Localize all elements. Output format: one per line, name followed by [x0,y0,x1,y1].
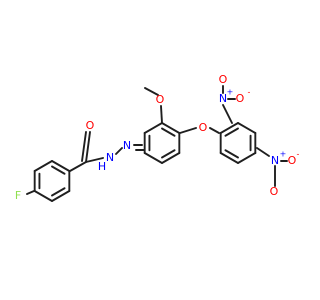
dinitrophenyl-ring-inner-bond-3 [224,127,239,137]
nitro-1-positive-charge: + [227,88,234,97]
fluorine-label: F [15,189,21,202]
fluorophenyl-ring-bond-1 [51,160,71,172]
nitro-1-c-n-bond [222,104,233,124]
structure-svg: F O N H N O O N + O O - N + O - O [15,73,300,202]
nitro-2-nitrogen-label: N [271,154,279,167]
methoxyphenyl-ring-inner-bond-1 [161,127,176,137]
aryl-carbonyl-bond [69,161,87,172]
nitro-1-negative-charge: - [248,88,251,97]
dinitrophenyl-ring-bond-1 [237,122,257,134]
molecule-diagram: F O N H N O O N + O O - N + O - O [14,73,300,202]
nitro-2-positive-charge: + [280,150,287,159]
nitro-2-negative-charge: - [297,150,300,159]
methoxyphenyl-ring-inner-bond-2 [161,149,176,159]
methoxyphenyl-ring-bond-1 [161,122,181,134]
amide-hydrogen-label: H [98,160,106,173]
n-n-bond [115,147,123,155]
fluorophenyl-ring-bond-6 [33,160,53,172]
fluorophenyl-ring-bond-4 [33,190,53,202]
methoxyphenyl-ring-bond-3 [161,152,181,164]
carbonyl-double-bond-a [85,131,91,163]
fluorophenyl-ring-bond-3 [51,190,71,202]
dinitrophenyl-ring-bond-4 [219,152,239,164]
methoxyphenyl-ring-bond-6 [143,122,163,134]
fluorophenyl-ring-inner-bond-2 [51,187,66,197]
carbonyl-oxygen-label: O [86,119,95,132]
fluorophenyl-ring-inner-bond-1 [51,165,66,175]
c-f-bond [26,190,35,195]
bond-layer [26,85,288,202]
carbonyl-double-bond-b [81,131,87,162]
methoxy-o-bond [160,105,163,124]
carbonyl-n-bond [85,157,104,163]
methoxyphenyl-ring-bond-4 [143,152,163,164]
nitro-2-oxygen-a-label: O [288,154,297,167]
nitro-2-c-n-bond [256,147,270,157]
ether-oxygen-label: O [199,121,208,134]
nitro-1-oxygen-b-label: O [236,92,245,105]
dinitrophenyl-ring-inner-bond-2 [224,149,239,159]
nitro-1-oxygen-a-label: O [219,73,228,86]
ether-left-bond [179,127,197,134]
dinitrophenyl-ring-bond-3 [237,152,257,164]
imine-nitrogen-label: N [123,139,131,152]
nitro-2-oxygen-b-label: O [270,185,279,198]
nitro-1-nitrogen-label: N [219,92,227,105]
methoxy-oxygen-label: O [156,93,165,106]
dinitrophenyl-ring-bond-6 [219,122,239,134]
amide-nitrogen-label: N [106,151,114,164]
methoxy-methyl-bond [144,87,159,96]
ether-right-bond [209,127,220,134]
atom-layer: F O N H N O O N + O O - N + O - O [15,73,300,202]
